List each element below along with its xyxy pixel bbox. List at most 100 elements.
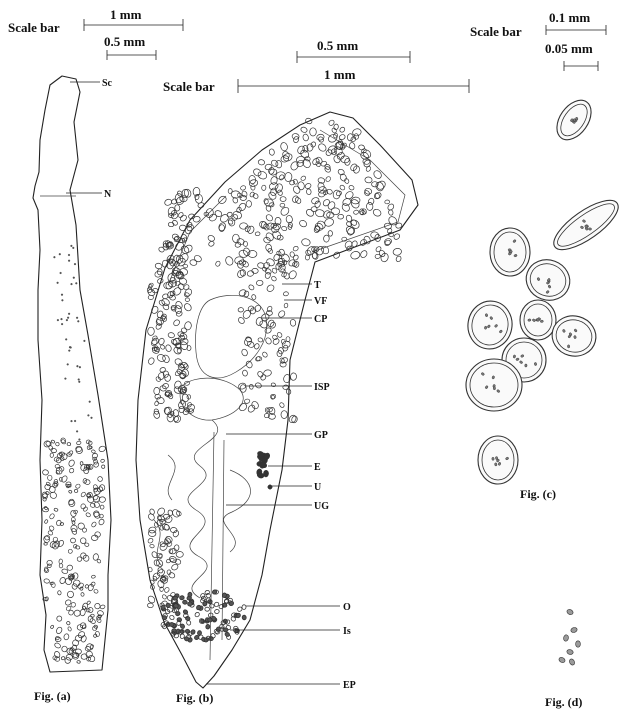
label-u: U — [314, 482, 321, 493]
follicle — [317, 142, 327, 152]
follicle — [93, 457, 97, 461]
egg — [268, 485, 272, 489]
follicle — [327, 133, 338, 144]
stipple-dot — [62, 299, 64, 301]
egg-granule — [588, 228, 591, 231]
follicle — [299, 148, 310, 159]
stipple-dot — [76, 317, 78, 319]
follicle — [84, 479, 90, 485]
scale-bar-c-major: 0.1 mm — [549, 10, 590, 25]
follicle — [159, 367, 166, 373]
follicle — [302, 134, 309, 142]
figure-d-drawing: Fig. (d) — [545, 608, 582, 709]
stipple-dot — [61, 318, 63, 320]
follicle — [59, 559, 63, 564]
small-egg — [568, 658, 575, 666]
follicle — [392, 248, 402, 257]
follicle — [158, 337, 165, 345]
follicle — [317, 136, 324, 143]
ovary-follicle — [224, 631, 230, 637]
follicle — [344, 158, 350, 165]
ovary-follicle — [162, 616, 167, 620]
follicle — [96, 559, 101, 564]
small-egg — [566, 608, 574, 615]
egg-granule — [484, 326, 487, 330]
follicle — [306, 245, 316, 256]
follicle — [215, 260, 221, 266]
follicle — [57, 590, 61, 595]
follicle — [90, 503, 96, 508]
follicle — [165, 344, 172, 352]
follicle — [323, 235, 329, 242]
follicle — [232, 234, 239, 243]
follicle — [284, 172, 292, 181]
follicle — [372, 208, 382, 217]
follicle — [162, 383, 169, 390]
follicle — [51, 440, 55, 444]
follicle — [150, 339, 158, 347]
follicle — [179, 252, 190, 264]
ovary-follicle — [242, 615, 247, 620]
follicle — [258, 220, 269, 230]
label-isp: ISP — [314, 382, 330, 393]
stipple-dot — [68, 350, 70, 352]
follicle — [193, 216, 201, 223]
follicle — [77, 522, 85, 530]
follicle — [158, 246, 165, 253]
ovary-follicle — [194, 612, 200, 618]
follicle — [97, 476, 104, 483]
follicle — [293, 136, 300, 144]
follicle — [291, 415, 298, 423]
follicle — [50, 582, 54, 585]
follicle — [238, 307, 244, 312]
ovary-follicle — [197, 631, 201, 636]
follicle — [77, 660, 81, 663]
follicle — [148, 327, 155, 335]
stipple-dot — [65, 339, 67, 341]
follicle — [224, 256, 234, 267]
follicle — [165, 535, 174, 543]
follicle — [341, 202, 351, 213]
follicle — [353, 210, 359, 215]
egg-granule — [495, 456, 498, 460]
ovary-follicle — [188, 592, 193, 597]
caption-fig-a: Fig. (a) — [34, 689, 71, 703]
follicle — [265, 337, 273, 345]
follicle — [47, 564, 52, 568]
vitelline-follicles — [147, 117, 403, 613]
stipple-dot — [61, 294, 63, 296]
follicle — [66, 654, 73, 660]
follicle — [69, 649, 73, 654]
stipple-dot — [76, 431, 78, 433]
egg-granule — [540, 320, 543, 322]
stipple-dot — [57, 282, 59, 284]
follicle — [55, 626, 63, 634]
follicle — [153, 408, 159, 415]
follicle — [164, 515, 173, 524]
ovary-follicle — [223, 628, 228, 632]
follicle — [338, 134, 345, 141]
follicle — [156, 507, 166, 517]
ovary-follicle — [183, 613, 188, 618]
follicle — [75, 483, 81, 489]
follicle — [289, 161, 299, 172]
label-o: O — [343, 602, 351, 613]
follicle — [65, 605, 71, 611]
follicle — [248, 284, 255, 291]
follicle — [54, 642, 62, 649]
stipple-dot — [67, 317, 69, 319]
follicle — [85, 512, 91, 517]
follicle — [43, 440, 52, 449]
follicle — [327, 200, 337, 210]
ovary-follicle — [222, 593, 227, 598]
uterine-loops — [188, 420, 251, 598]
follicle — [375, 246, 382, 253]
follicle — [95, 631, 100, 637]
follicle — [75, 545, 80, 549]
follicle — [70, 538, 76, 543]
follicle — [290, 319, 296, 327]
label-e: E — [314, 462, 321, 473]
follicle — [348, 185, 355, 191]
follicle — [44, 506, 48, 510]
follicle — [168, 332, 175, 338]
